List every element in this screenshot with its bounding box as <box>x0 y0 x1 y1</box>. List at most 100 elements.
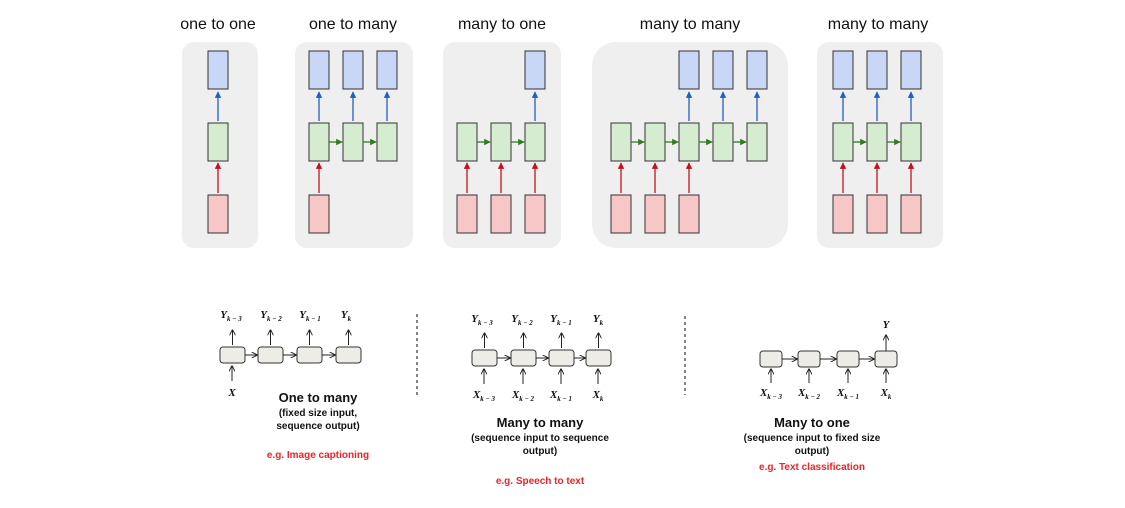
rnn-cell <box>585 349 612 367</box>
svg-text:Xk − 3: Xk − 3 <box>472 389 496 403</box>
input-box <box>524 194 546 234</box>
block-description-line: sequence output) <box>276 421 359 432</box>
output-box <box>712 50 734 90</box>
hidden-box <box>207 122 229 162</box>
hidden-box <box>610 122 632 162</box>
input-box <box>456 194 478 234</box>
input-box <box>644 194 666 234</box>
output-label: Yk − 2 <box>260 309 282 323</box>
svg-text:Xk − 1: Xk − 1 <box>836 387 859 401</box>
input-label: Xk − 3 <box>472 389 496 403</box>
panel-title: one to many <box>309 16 397 33</box>
block-description-line: (sequence input to fixed size <box>744 433 881 444</box>
input-box <box>308 194 330 234</box>
svg-text:Yk − 3: Yk − 3 <box>220 309 242 323</box>
output-label: Yk − 1 <box>299 309 320 323</box>
block-description-line: (sequence input to sequence <box>471 433 609 444</box>
hidden-box <box>900 122 922 162</box>
bottom-many-to-many: Yk − 3 Yk − 2 Yk − 1 Yk Xk − 3 Xk − 2 Xk… <box>471 313 612 487</box>
hidden-box <box>746 122 768 162</box>
output-box <box>524 50 546 90</box>
rnn-cell <box>257 346 284 364</box>
block-example: e.g. Image captioning <box>267 450 369 461</box>
block-title: Many to many <box>497 415 584 430</box>
input-label: Xk − 2 <box>797 387 821 401</box>
output-label: Yk − 2 <box>511 313 533 327</box>
block-example: e.g. Speech to text <box>496 476 585 487</box>
output-label: Yk <box>341 309 352 323</box>
hidden-box <box>524 122 546 162</box>
top-panel-many-to-many-synced: many to many <box>817 16 943 248</box>
svg-text:Yk: Yk <box>593 313 604 327</box>
output-box <box>746 50 768 90</box>
svg-text:Yk − 2: Yk − 2 <box>511 313 533 327</box>
bottom-one-to-many: Yk − 3 Yk − 2 Yk − 1 Yk X One to many (f… <box>219 309 369 461</box>
block-title: One to many <box>279 390 359 405</box>
svg-text:Yk − 3: Yk − 3 <box>471 313 493 327</box>
output-label: Yk − 3 <box>220 309 242 323</box>
svg-text:Xk − 2: Xk − 2 <box>511 389 535 403</box>
svg-text:Xk − 2: Xk − 2 <box>797 387 821 401</box>
svg-text:Yk − 1: Yk − 1 <box>299 309 320 323</box>
output-box <box>342 50 364 90</box>
rnn-cell <box>874 350 898 368</box>
svg-text:Yk − 1: Yk − 1 <box>550 313 571 327</box>
input-label: Xk − 1 <box>549 389 572 403</box>
block-description-line: output) <box>795 446 829 457</box>
output-box <box>207 50 229 90</box>
svg-text:Yk: Yk <box>341 309 352 323</box>
panel-title: many to many <box>640 16 740 33</box>
input-box <box>832 194 854 234</box>
output-label: Yk − 3 <box>471 313 493 327</box>
input-label: X <box>227 387 236 399</box>
svg-text:Xk − 3: Xk − 3 <box>759 387 783 401</box>
bottom-many-to-one: Y Xk − 3 Xk − 2 Xk − 1 Xk Many to one (s… <box>744 319 898 473</box>
hidden-box <box>376 122 398 162</box>
panel-title: many to many <box>828 16 928 33</box>
rnn-cell <box>510 349 537 367</box>
top-panel-one-to-many: one to many <box>295 16 413 248</box>
rnn-cell <box>296 346 323 364</box>
svg-text:Yk − 2: Yk − 2 <box>260 309 282 323</box>
rnn-cell <box>759 350 783 368</box>
block-description-line: output) <box>523 446 557 457</box>
panel-title: one to one <box>180 16 256 33</box>
output-label: Yk <box>593 313 604 327</box>
input-label: Xk − 1 <box>836 387 859 401</box>
output-box <box>308 50 330 90</box>
input-box <box>610 194 632 234</box>
hidden-box <box>832 122 854 162</box>
hidden-box <box>456 122 478 162</box>
input-label: Xk − 2 <box>511 389 535 403</box>
output-box <box>900 50 922 90</box>
block-description-line: (fixed size input, <box>279 408 358 419</box>
input-label: Xk <box>880 387 892 401</box>
output-box <box>678 50 700 90</box>
output-box <box>376 50 398 90</box>
svg-text:Xk: Xk <box>880 387 892 401</box>
input-box <box>866 194 888 234</box>
hidden-box <box>644 122 666 162</box>
input-box <box>900 194 922 234</box>
hidden-box <box>712 122 734 162</box>
input-box <box>678 194 700 234</box>
rnn-cell <box>471 349 498 367</box>
hidden-box <box>342 122 364 162</box>
block-title: Many to one <box>774 415 850 430</box>
top-panel-one-to-one: one to one <box>180 16 258 248</box>
input-box <box>207 194 229 234</box>
output-box <box>832 50 854 90</box>
hidden-box <box>490 122 512 162</box>
input-label: Xk <box>592 389 604 403</box>
output-label: Y <box>883 319 891 331</box>
panel-title: many to one <box>458 16 546 33</box>
block-example: e.g. Text classification <box>759 462 865 473</box>
hidden-box <box>678 122 700 162</box>
rnn-cell <box>797 350 821 368</box>
rnn-cell <box>335 346 362 364</box>
rnn-cell <box>836 350 860 368</box>
output-label: Yk − 1 <box>550 313 571 327</box>
svg-text:Xk − 1: Xk − 1 <box>549 389 572 403</box>
top-panel-many-to-one: many to one <box>443 16 561 248</box>
